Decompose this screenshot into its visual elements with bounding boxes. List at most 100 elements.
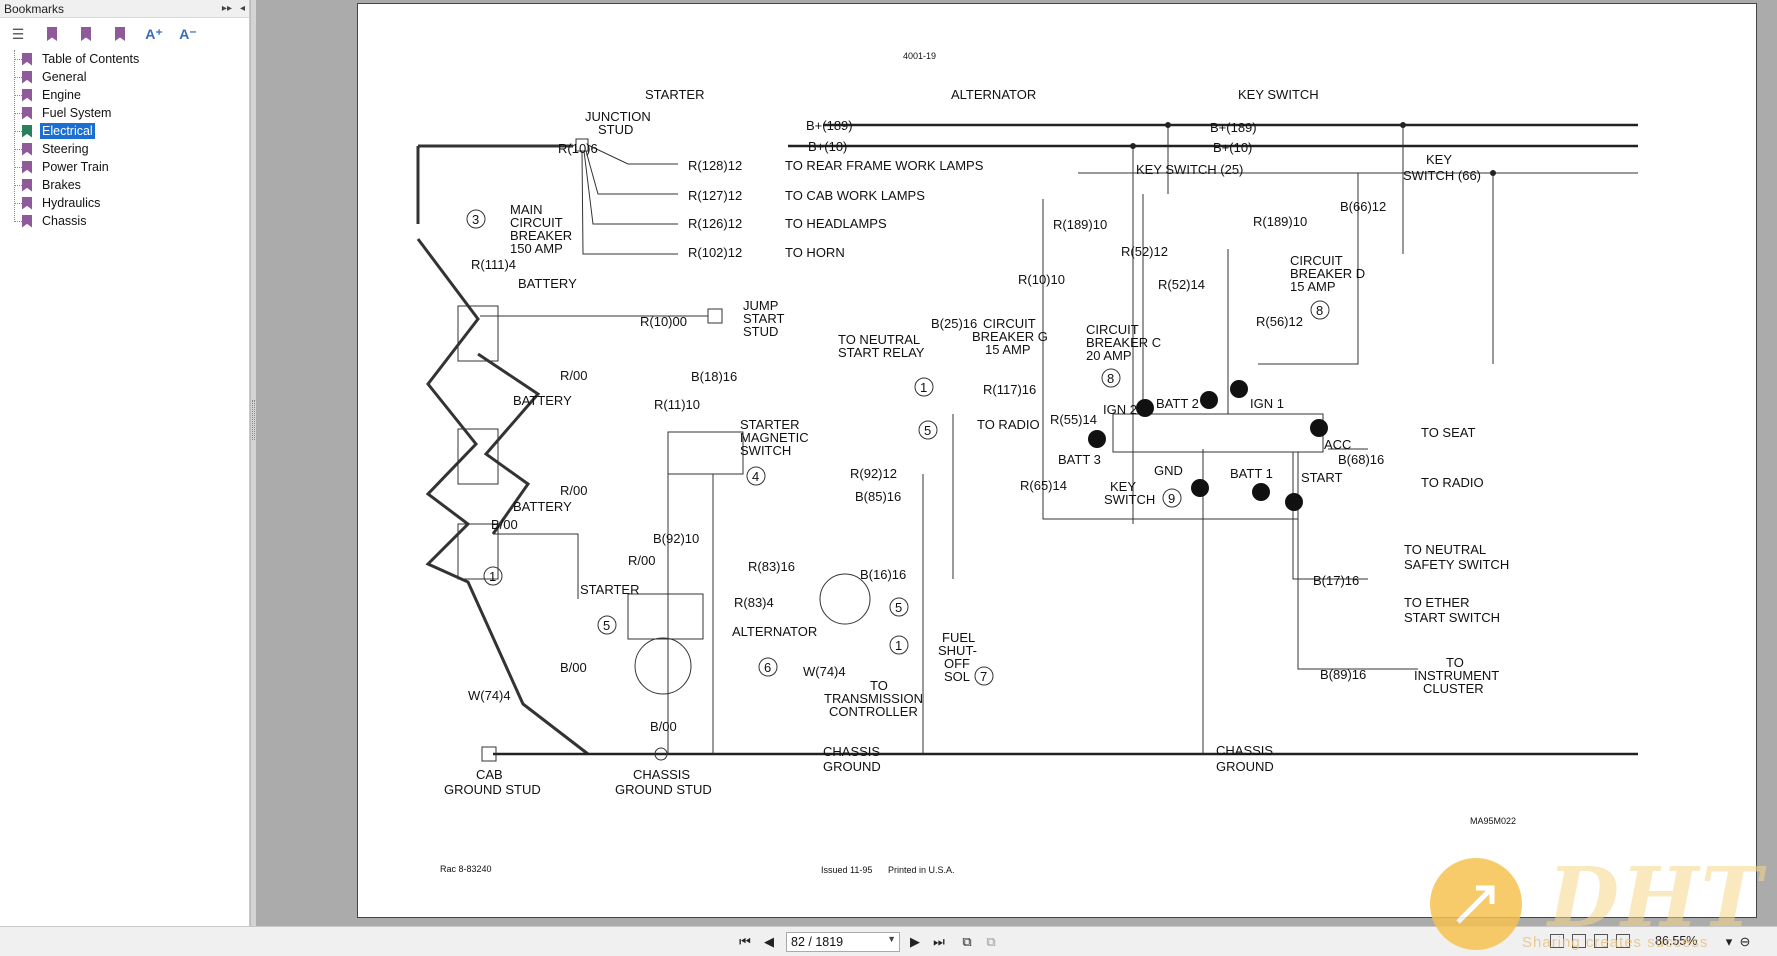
bookmarks-toolbar: ☰ A⁺ A⁻ [0, 18, 249, 50]
svg-text:7: 7 [980, 669, 987, 684]
watermark-logo-icon [1430, 858, 1522, 950]
diagram-labels: 4001-19 STARTER ALTERNATOR KEY SWITCH JU… [440, 51, 1516, 875]
zoom-level[interactable]: 86.55% [1655, 934, 1698, 948]
bookmark-icon [22, 214, 32, 228]
bookmark-icon [22, 160, 32, 174]
label: SWITCH [1104, 492, 1155, 507]
bookmark-options-icon[interactable]: ☰ [11, 25, 25, 42]
bookmark-icon [22, 178, 32, 192]
svg-text:1: 1 [489, 569, 496, 584]
label: R(83)16 [748, 559, 795, 574]
label: R(52)14 [1158, 277, 1205, 292]
expand-panel-icon[interactable]: ▸▸ [221, 3, 232, 14]
label: TO NEUTRAL [1404, 542, 1486, 557]
expand-bookmark-icon[interactable] [76, 24, 96, 44]
footer-printed: Printed in U.S.A. [888, 865, 955, 875]
increase-font-icon[interactable]: A⁺ [145, 25, 163, 42]
bookmark-item-fuel-system[interactable]: Fuel System [10, 104, 249, 122]
label: BREAKER G [972, 329, 1048, 344]
continuous-facing-view-icon[interactable] [1616, 934, 1630, 948]
svg-text:1: 1 [895, 638, 902, 653]
footer-left: Rac 8-83240 [440, 864, 492, 874]
first-page-button[interactable]: ⏮ [739, 934, 751, 949]
label: TO SEAT [1421, 425, 1475, 440]
label: B(66)12 [1340, 199, 1386, 214]
label: R(128)12 [688, 158, 742, 173]
label: SHUT- [938, 643, 977, 658]
chevron-down-icon[interactable]: ▼ [887, 934, 896, 944]
label: R(56)12 [1256, 314, 1303, 329]
label: CONTROLLER [829, 704, 918, 719]
label: R(65)14 [1020, 478, 1067, 493]
label: START SWITCH [1404, 610, 1500, 625]
label: BREAKER D [1290, 266, 1365, 281]
label: KEY SWITCH (25) [1136, 162, 1243, 177]
find-bookmark-icon[interactable] [110, 24, 130, 44]
label: SOL [944, 669, 970, 684]
label: BATT 1 [1230, 466, 1273, 481]
continuous-view-icon[interactable] [1572, 934, 1586, 948]
label: 20 AMP [1086, 348, 1132, 363]
label: 150 AMP [510, 241, 563, 256]
add-bookmark-icon[interactable] [42, 24, 62, 44]
label: ACC [1324, 437, 1351, 452]
page-compare-icon[interactable]: ⧉ [986, 934, 996, 949]
label: OFF [944, 656, 970, 671]
next-page-button[interactable]: ▶ [910, 934, 920, 949]
bookmark-label: Table of Contents [42, 52, 140, 66]
label: W(74)4 [468, 688, 511, 703]
collapse-panel-icon[interactable]: ◂ [239, 3, 245, 14]
svg-text:3: 3 [1093, 432, 1100, 447]
label: GROUND STUD [444, 782, 541, 797]
label: TRANSMISSION [824, 691, 923, 706]
svg-text:8: 8 [1107, 371, 1114, 386]
label: BATTERY [513, 499, 572, 514]
decrease-font-icon[interactable]: A⁻ [179, 25, 197, 42]
label: R(189)10 [1253, 214, 1307, 229]
header-alternator: ALTERNATOR [951, 87, 1036, 102]
label: START [743, 311, 784, 326]
bookmark-label: Hydraulics [42, 196, 101, 210]
bookmark-item-power-train[interactable]: Power Train [10, 158, 249, 176]
label: TO REAR FRAME WORK LAMPS [785, 158, 984, 173]
svg-text:5: 5 [895, 600, 902, 615]
label: R(55)14 [1050, 412, 1097, 427]
single-page-view-icon[interactable] [1550, 934, 1564, 948]
label: B/00 [491, 517, 518, 532]
zoom-dropdown-icon[interactable]: ▾ [1725, 934, 1733, 949]
label: B(17)16 [1313, 573, 1359, 588]
facing-view-icon[interactable] [1594, 934, 1608, 948]
document-view[interactable]: 4001-19 STARTER ALTERNATOR KEY SWITCH JU… [256, 0, 1777, 926]
label: R(10)00 [640, 314, 687, 329]
label: R(10)6 [558, 141, 598, 156]
label: CIRCUIT [1290, 253, 1343, 268]
svg-text:5: 5 [1257, 485, 1264, 500]
label: ALTERNATOR [732, 624, 817, 639]
bookmark-item-steering[interactable]: Steering [10, 140, 249, 158]
label: CIRCUIT [510, 215, 563, 230]
bookmark-icon [22, 196, 32, 210]
svg-text:6: 6 [764, 660, 771, 675]
label: GROUND [1216, 759, 1274, 774]
label: R(127)12 [688, 188, 742, 203]
label: R(126)12 [688, 216, 742, 231]
bookmark-item-table-of-contents[interactable]: Table of Contents [10, 50, 249, 68]
label: MAGNETIC [740, 430, 809, 445]
page-number-input[interactable]: 82 / 1819 ▼ [786, 932, 900, 952]
bookmark-list: Table of Contents General Engine Fuel Sy… [0, 50, 249, 230]
bookmark-item-hydraulics[interactable]: Hydraulics [10, 194, 249, 212]
bookmark-item-brakes[interactable]: Brakes [10, 176, 249, 194]
bookmark-item-chassis[interactable]: Chassis [10, 212, 249, 230]
bookmark-item-electrical[interactable]: Electrical [10, 122, 249, 140]
last-page-button[interactable]: ⏭ [933, 934, 945, 949]
bookmark-icon [22, 70, 32, 84]
splitter-grip[interactable] [252, 400, 255, 440]
bookmark-item-engine[interactable]: Engine [10, 86, 249, 104]
panel-splitter[interactable] [250, 0, 256, 926]
page-copy-icon[interactable]: ⧉ [962, 934, 972, 949]
label: INSTRUMENT [1414, 668, 1499, 683]
label: BATTERY [518, 276, 577, 291]
bookmark-item-general[interactable]: General [10, 68, 249, 86]
zoom-out-icon[interactable]: ⊖ [1739, 934, 1751, 949]
prev-page-button[interactable]: ◀ [764, 934, 774, 949]
